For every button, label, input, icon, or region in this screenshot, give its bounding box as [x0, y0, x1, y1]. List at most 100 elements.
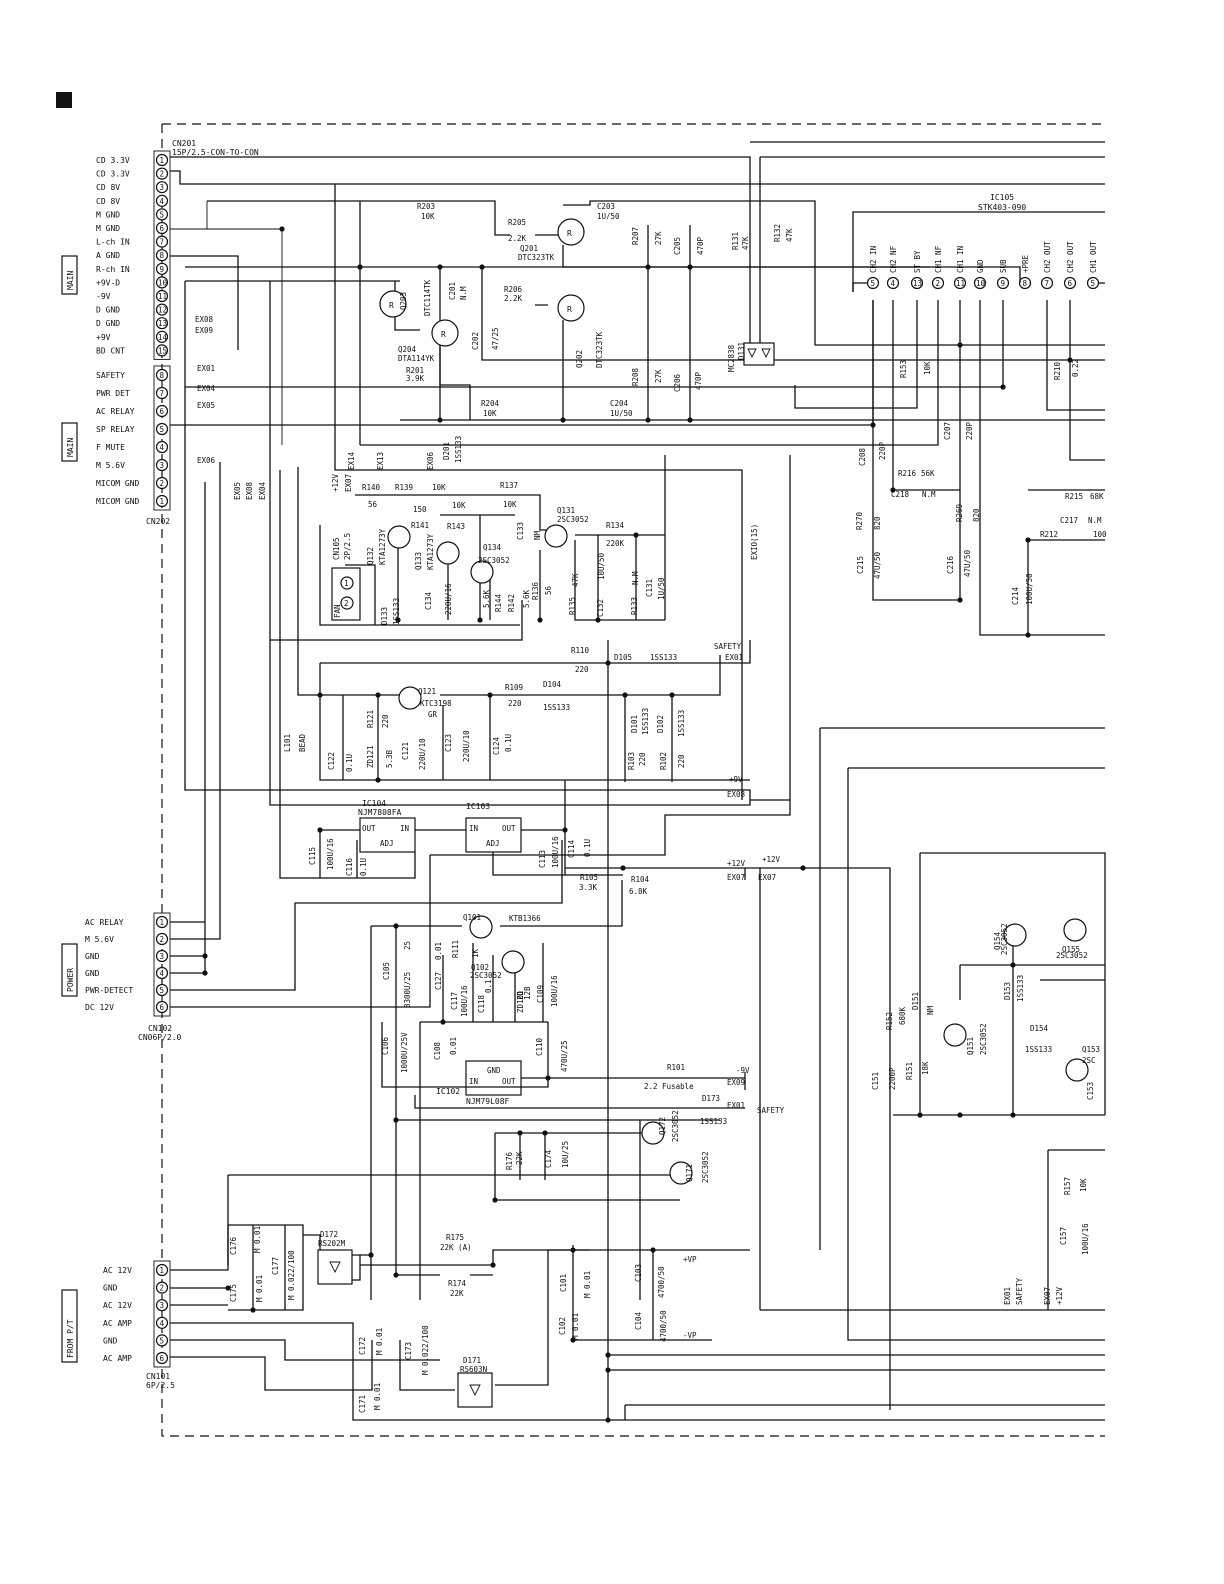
label-r270: R270 [855, 511, 864, 530]
label-q203p: DTC114TK [423, 279, 432, 316]
label-zd121v: 5.3B [385, 749, 394, 768]
label-r137v: 10K [503, 500, 517, 509]
cn101-pin-label: GND [103, 1284, 118, 1293]
label-ex13: EX13 [376, 452, 385, 470]
svg-text:OUT: OUT [502, 824, 516, 833]
label-r131: R131 [731, 232, 740, 250]
label-c127v: 0.01 [434, 942, 443, 960]
svg-text:ADJ: ADJ [380, 839, 394, 848]
cn102-pin-number: 1 [160, 918, 165, 927]
label-c113: C113 [538, 850, 547, 868]
cn202-pin-label: MICOM GND [96, 479, 140, 488]
label-c204v: 1U/50 [610, 409, 633, 418]
label-r133v: N.M [631, 571, 640, 585]
label-r134v: 220K [606, 539, 625, 548]
label-exio: EXIO(15) [750, 524, 759, 560]
label-r143v: 10K [452, 501, 466, 510]
ic105-pin-number: 7 [1045, 279, 1050, 288]
label-r269v: 820 [972, 508, 981, 522]
label-r111v: 1K [471, 948, 480, 958]
label-r142: R142 [507, 594, 516, 612]
cn201-pin-label: BD CNT [96, 346, 125, 355]
label-d171: D171 [463, 1356, 481, 1365]
label-d153v: 1SS133 [1016, 975, 1025, 1002]
cn101-pin-number: 5 [160, 1336, 165, 1345]
label-c175v: M 0.01 [255, 1275, 264, 1302]
q102-symbol [501, 950, 525, 974]
label-q151: Q151 [966, 1037, 975, 1055]
label-c118: C118 [477, 994, 486, 1013]
label-r105: R105 [580, 873, 598, 882]
label-c106: C106 [381, 1036, 390, 1055]
cn201-pin-number: 14 [158, 333, 168, 342]
label-c173v: M 0.022/100 [421, 1325, 430, 1375]
label-c118v: 0.1 [484, 979, 493, 993]
label-safety1: SAFETY [714, 642, 742, 651]
label-c208: C208 [858, 447, 867, 466]
cn102-pin-label: GND [85, 952, 100, 961]
cn102-pin-label: AC RELAY [85, 918, 124, 927]
label-c104v: 4700/50 [659, 1310, 668, 1342]
label-r132: R132 [773, 224, 782, 242]
label-r110v: 220 [575, 665, 589, 674]
label-r152v: 680K [898, 1006, 907, 1025]
label-p12v: +12V [331, 473, 340, 492]
label-q101p: KTB1366 [509, 914, 541, 923]
label-c103v: 4700/50 [657, 1266, 666, 1298]
label-c173: C173 [404, 1342, 413, 1360]
label-r216v: 56K [921, 469, 935, 478]
label-r208: R208 [631, 367, 640, 386]
cn102-housing [153, 912, 171, 1017]
svg-text:1: 1 [344, 579, 349, 588]
label-c127: C127 [434, 972, 443, 990]
cn202-pin-number: 8 [160, 371, 165, 380]
label-r139v: 10K [432, 483, 446, 492]
cn201-pin-number: 2 [160, 170, 165, 179]
label-zd121: ZD121 [366, 745, 375, 768]
label-c157: C157 [1059, 1227, 1068, 1245]
label-q155p: 2SC3052 [1056, 951, 1088, 960]
q203-symbol: R [379, 290, 407, 318]
cn101-pin-number: 3 [160, 1301, 165, 1310]
label-q201p: DTC323TK [518, 253, 555, 262]
cn102-pin-number: 6 [160, 1003, 165, 1012]
cn202-pin-label: F MUTE [96, 443, 125, 452]
label-c174v: 10U/25 [561, 1141, 570, 1168]
label-q203: Q203 [399, 292, 408, 310]
section-marker [56, 92, 72, 108]
cn102-pin-label: GND [85, 969, 100, 978]
label-r101v: 2.2 Fusable [644, 1082, 694, 1091]
label-c172: C172 [358, 1337, 367, 1355]
label-zd101v: 12B [523, 986, 532, 1000]
label-cn105: CN105 [332, 537, 341, 560]
cn201-pin-number: 8 [160, 251, 165, 260]
label-r144v: 5.6K [482, 589, 491, 608]
label-r175v: 22K (A) [440, 1243, 472, 1252]
svg-text:IC103: IC103 [466, 802, 490, 811]
label-c101v: M 0.01 [583, 1271, 592, 1298]
cn202-pin-label: M 5.6V [96, 461, 125, 470]
cn201-pin-number: 7 [160, 238, 165, 247]
label-d102v: 1SS133 [677, 710, 686, 737]
q153-symbol [1065, 1058, 1089, 1082]
label-d101: D101 [630, 715, 639, 733]
label-d172: D172 [320, 1230, 338, 1239]
label-r132v: 47K [785, 228, 794, 242]
label-r103: R103 [627, 752, 636, 770]
cn101-pin-number: 6 [160, 1354, 165, 1363]
label-c208v: 220P [878, 441, 887, 460]
label-r140v: 56 [368, 500, 378, 509]
label-r153: R153 [899, 360, 908, 378]
label-zd101: ZD101 [516, 990, 525, 1013]
label-ex06b: EX06 [197, 456, 216, 465]
svg-text:ADJ: ADJ [486, 839, 500, 848]
cn201-pin [155, 303, 169, 316]
ic105-pin [886, 276, 900, 290]
q172-symbol [641, 1121, 665, 1145]
cn201-pin-label: R-ch IN [96, 265, 130, 274]
label-ex07d: EX07 [1043, 1287, 1052, 1305]
label-r102v: 220 [677, 754, 686, 768]
cn202-pin [155, 404, 169, 418]
label-c177v: M 0.022/100 [287, 1250, 296, 1300]
label-r150: 150 [413, 505, 427, 514]
